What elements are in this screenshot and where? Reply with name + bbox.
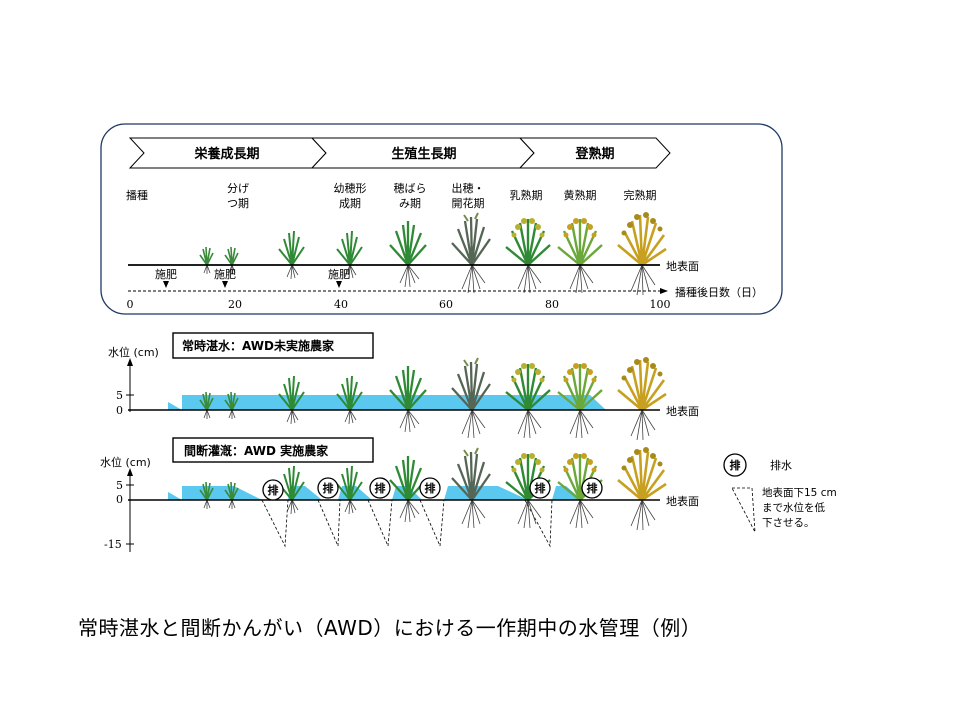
stage-label-panicle-1: 幼穂形 [334, 181, 367, 195]
stage-label-mature: 完熟期 [624, 188, 657, 202]
rice-plant-icon [616, 445, 668, 532]
drain-markers: 排 排 排 排 排 排 [262, 477, 603, 501]
awd-ytick-minus15: -15 [104, 538, 122, 551]
down-arrow-icon [222, 281, 228, 288]
figure-caption: 常時湛水と間断かんがい（AWD）における一作期中の水管理（例） [78, 616, 702, 640]
legend-dashed-triangle-icon [731, 487, 756, 533]
drain-circle-label: 排 [268, 483, 279, 497]
continuous-y-arrow-icon [127, 358, 133, 366]
days-tick-80: 80 [545, 298, 559, 311]
ground-label-awd: 地表面 [666, 494, 699, 508]
drain-circle-label: 排 [375, 481, 386, 495]
days-tick-60: 60 [439, 298, 453, 311]
fertilizer-label-2: 施肥 [214, 268, 236, 281]
ground-label-top: 地表面 [666, 259, 699, 273]
days-tick-20: 20 [228, 298, 242, 311]
legend-drain-symbol: 排 [730, 458, 741, 472]
stage-label-tillering-1: 分げ [227, 182, 249, 195]
rice-plant-icon [616, 355, 668, 442]
fertilizer-arrows [163, 281, 342, 288]
continuous-title: 常時湛水：AWD未実施農家 [182, 338, 335, 353]
stage-label-milk: 乳熟期 [510, 188, 543, 202]
days-axis-label: 播種後日数（日） [675, 285, 763, 299]
stage-label-yellow: 黄熟期 [564, 188, 597, 202]
phase-label-reproductive: 生殖生長期 [391, 146, 456, 162]
down-arrow-icon [163, 281, 169, 288]
drain-circle-label: 排 [535, 481, 546, 495]
drain-circle-icon [262, 479, 284, 501]
continuous-ylabel: 水位 (cm) [108, 345, 159, 359]
drain-circle-icon [529, 477, 551, 499]
legend-note-line-1: 地表面下15 cm [762, 486, 837, 499]
awd-ytick-5: 5 [116, 479, 123, 492]
phase-banner [128, 137, 671, 169]
phase-label-vegetative: 栄養成長期 [193, 146, 259, 162]
drain-circle-icon [581, 477, 603, 499]
legend-drain-label: 排水 [770, 458, 792, 472]
stage-label-heading-2: 開花期 [452, 197, 485, 210]
down-arrow-icon [336, 281, 342, 288]
awd-title-box [172, 437, 374, 463]
phase-chevron-ripening [518, 137, 671, 169]
stage-label-booting-1: 穂ばら [394, 181, 427, 195]
awd-y-arrow-icon [127, 468, 133, 476]
ground-label-continuous: 地表面 [666, 404, 699, 418]
awd-title: 間断灌漑：AWD 実施農家 [184, 443, 329, 458]
growth-stage-frame [100, 123, 783, 315]
stage-label-tillering-2: つ期 [227, 197, 249, 210]
stage-label-booting-2: み期 [399, 197, 421, 210]
continuous-ytick-5: 5 [116, 389, 123, 402]
stage-label-sowing: 播種 [126, 188, 148, 202]
drain-circle-label: 排 [323, 481, 334, 495]
awd-ylabel: 水位 (cm) [100, 455, 151, 469]
phase-label-ripening: 登熟期 [574, 146, 614, 162]
stage-label-panicle-2: 成期 [339, 197, 361, 210]
drain-circle-icon [419, 477, 441, 499]
continuous-ytick-0: 0 [116, 404, 123, 417]
fertilizer-label-1: 施肥 [155, 268, 177, 281]
legend-drain-circle-icon [723, 453, 747, 477]
drain-circle-icon [317, 477, 339, 499]
days-tick-0: 0 [127, 298, 134, 311]
stage-label-heading-1: 出穂・ [452, 181, 485, 195]
awd-ytick-0: 0 [116, 493, 123, 506]
drain-circle-icon [369, 477, 391, 499]
days-tick-40: 40 [334, 298, 348, 311]
drain-circle-label: 排 [425, 481, 436, 495]
legend: 排 排水 地表面下15 cm まで水位を低 下させる。 [723, 453, 837, 533]
days-axis-arrow-icon [660, 288, 668, 294]
continuous-water-level [168, 395, 606, 410]
legend-note-line-3: 下させる。 [762, 517, 815, 529]
legend-note-line-2: まで水位を低 [762, 501, 825, 514]
days-tick-100: 100 [650, 298, 671, 311]
fertilizer-label-3: 施肥 [328, 268, 350, 281]
drain-circle-label: 排 [587, 481, 598, 495]
continuous-title-box [172, 332, 374, 359]
